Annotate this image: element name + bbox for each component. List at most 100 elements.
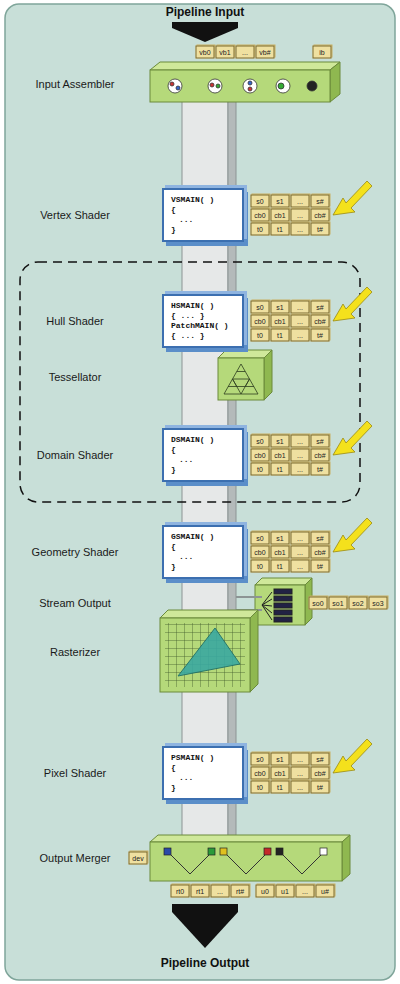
- resource-slot: rt1: [191, 885, 210, 898]
- resource-slot: t#: [311, 223, 330, 236]
- shader-code: {: [171, 205, 235, 215]
- resource-slot: cb#: [311, 315, 330, 328]
- resource-slot: t0: [251, 463, 270, 476]
- stage-name: Vertex Shader: [40, 209, 110, 221]
- resource-slot: cb1: [271, 767, 290, 780]
- resource-slot: rt#: [231, 885, 250, 898]
- pointer-arrow: [333, 287, 372, 321]
- resource-slot: so2: [349, 597, 368, 610]
- resource-slot: cb1: [271, 315, 290, 328]
- resource-slot: s0: [251, 435, 270, 448]
- resource-slot: vb0: [196, 46, 215, 59]
- flow-heading: Pipeline Output: [161, 956, 250, 970]
- shader-code: }: [171, 562, 235, 572]
- resource-slot: s0: [251, 301, 270, 314]
- resource-slot: t1: [271, 463, 290, 476]
- resource-slot: ...: [291, 209, 310, 222]
- shader-code: }: [171, 465, 235, 475]
- shader-code: ...: [171, 455, 235, 465]
- shader-code: ...: [171, 773, 235, 783]
- resource-slot: t1: [271, 329, 290, 342]
- resource-slot: s#: [311, 301, 330, 314]
- stage-name: Tessellator: [49, 371, 102, 383]
- shader-code: {: [171, 445, 235, 455]
- shader-box: DSMAIN( ){...}: [162, 428, 244, 482]
- resource-slot: t1: [271, 223, 290, 236]
- resource-slot: ...: [291, 301, 310, 314]
- resource-slot: s#: [311, 435, 330, 448]
- resource-slot: t0: [251, 781, 270, 794]
- resource-slot: t1: [271, 560, 290, 573]
- shader-code: PatchMAIN( ): [171, 321, 235, 331]
- resource-slot: ...: [236, 46, 255, 59]
- resource-slot: cb1: [271, 209, 290, 222]
- resource-slot: ...: [291, 449, 310, 462]
- resource-slot: ...: [291, 329, 310, 342]
- resource-slot: ...: [291, 223, 310, 236]
- resource-slot: s#: [311, 195, 330, 208]
- resource-slot: s1: [271, 301, 290, 314]
- resource-slot: s1: [271, 195, 290, 208]
- resource-slot: u#: [316, 885, 335, 898]
- resource-slot: t0: [251, 329, 270, 342]
- resource-slot: ...: [296, 885, 315, 898]
- shader-code: {: [171, 763, 235, 773]
- resource-slot: t#: [311, 781, 330, 794]
- stage-name: Domain Shader: [37, 449, 113, 461]
- shader-box: VSMAIN( ){...}: [162, 188, 244, 242]
- resource-slot: t#: [311, 560, 330, 573]
- shader-code: HSMAIN( ): [171, 301, 235, 311]
- stage-name: Hull Shader: [46, 315, 103, 327]
- resource-slot: dev: [129, 852, 148, 865]
- resource-slot: t#: [311, 329, 330, 342]
- resource-slot: s0: [251, 753, 270, 766]
- resource-slot: ...: [291, 546, 310, 559]
- resource-slot: s1: [271, 532, 290, 545]
- resource-slot: s0: [251, 195, 270, 208]
- resource-slot: ...: [291, 195, 310, 208]
- shader-code: VSMAIN( ): [171, 195, 235, 205]
- stage-name: Output Merger: [40, 852, 111, 864]
- resource-slot: ...: [211, 885, 230, 898]
- shader-code: ...: [171, 552, 235, 562]
- resource-slot: rt0: [171, 885, 190, 898]
- shader-code: ...: [171, 215, 235, 225]
- resource-slot: s#: [311, 532, 330, 545]
- resource-slot: ib: [313, 46, 332, 59]
- resource-slot: cb0: [251, 315, 270, 328]
- resource-slot: s1: [271, 435, 290, 448]
- resource-slot: ...: [291, 767, 310, 780]
- resource-slot: cb#: [311, 209, 330, 222]
- resource-slot: t#: [311, 463, 330, 476]
- shader-code: }: [171, 225, 235, 235]
- resource-slot: ...: [291, 435, 310, 448]
- resource-slot: ...: [291, 532, 310, 545]
- stage-name: Pixel Shader: [44, 767, 106, 779]
- resource-slot: cb0: [251, 767, 270, 780]
- resource-slot: ...: [291, 463, 310, 476]
- resource-slot: so1: [329, 597, 348, 610]
- resource-slot: cb#: [311, 767, 330, 780]
- resource-slot: t0: [251, 560, 270, 573]
- resource-slot: cb0: [251, 209, 270, 222]
- resource-slot: cb0: [251, 546, 270, 559]
- shader-code: {: [171, 542, 235, 552]
- resource-slot: cb1: [271, 546, 290, 559]
- resource-slot: s#: [311, 753, 330, 766]
- shader-code: { ... }: [171, 311, 235, 321]
- pointer-arrow: [333, 518, 372, 552]
- resource-slot: ...: [291, 781, 310, 794]
- resource-slot: u0: [256, 885, 275, 898]
- resource-slot: vb#: [256, 46, 275, 59]
- resource-slot: s1: [271, 753, 290, 766]
- shader-code: GSMAIN( ): [171, 532, 235, 542]
- shader-box: GSMAIN( ){...}: [162, 525, 244, 579]
- resource-slot: ...: [291, 560, 310, 573]
- resource-slot: so0: [309, 597, 328, 610]
- resource-slot: ...: [291, 753, 310, 766]
- stage-name: Stream Output: [39, 597, 111, 609]
- resource-slot: vb1: [216, 46, 235, 59]
- resource-slot: u1: [276, 885, 295, 898]
- shader-code: DSMAIN( ): [171, 435, 235, 445]
- shader-code: PSMAIN( ): [171, 753, 235, 763]
